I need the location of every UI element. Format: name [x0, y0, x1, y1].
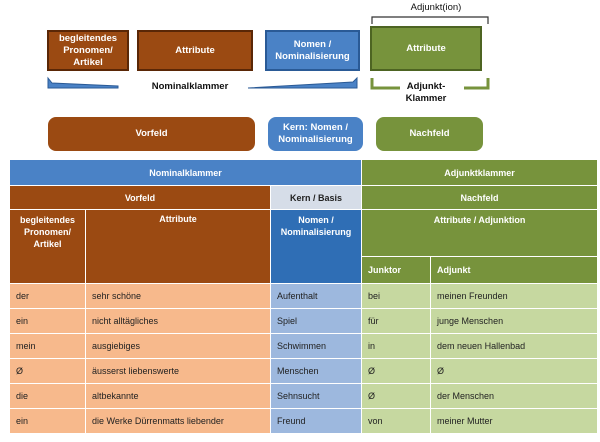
pill-kern-text: Kern: Nomen / Nominalisierung [278, 122, 353, 145]
cell-adjunkt: der Menschen [430, 383, 599, 409]
cell-adjunkt: meiner Mutter [430, 408, 599, 434]
header-nachfeld: Nachfeld [361, 185, 599, 210]
box-begleitendes-pronomen: begleitendes Pronomen/ Artikel [47, 30, 129, 71]
table-row: mein ausgiebiges Schwimmen in dem neuen … [9, 333, 599, 359]
structure-table: Nominalklammer Adjunktklammer Vorfeld Ke… [8, 159, 599, 434]
pill-kern: Kern: Nomen / Nominalisierung [268, 117, 363, 151]
cell-article: mein [9, 333, 86, 359]
header-adjunkt: Adjunkt [430, 256, 599, 284]
cell-junktor: von [361, 408, 432, 434]
cell-attribute: äusserst liebenswerte [85, 358, 271, 384]
pill-vorfeld-text: Vorfeld [135, 128, 168, 139]
adjunktion-label: Adjunkt(ion) [410, 2, 462, 13]
cell-attribute: die Werke Dürrenmatts liebender [85, 408, 271, 434]
box-attribute-right: Attribute [370, 26, 482, 71]
box-begleitendes-text: begleitendes Pronomen/ Artikel [58, 32, 118, 68]
header-adjunktklammer: Adjunktklammer [361, 159, 599, 186]
cell-adjunkt: dem neuen Hallenbad [430, 333, 599, 359]
cell-article: der [9, 283, 86, 309]
pill-nachfeld: Nachfeld [376, 117, 483, 151]
box-attribute-right-text: Attribute [406, 42, 446, 54]
table-row: der sehr schöne Aufenthalt bei meinen Fr… [9, 283, 599, 309]
table-row: die altbekannte Sehnsucht Ø der Menschen [9, 383, 599, 409]
header-attribute: Attribute [85, 209, 271, 284]
cell-adjunkt: junge Menschen [430, 308, 599, 334]
header-junktor: Junktor [361, 256, 432, 284]
cell-attribute: sehr schöne [85, 283, 271, 309]
cell-nomen: Spiel [269, 308, 363, 334]
header-nomen: Nomen / Nominalisierung [269, 209, 363, 284]
nominalklammer-label: Nominalklammer [151, 81, 229, 92]
header-kern: Kern / Basis [269, 185, 363, 210]
cell-junktor: in [361, 333, 432, 359]
cell-adjunkt: Ø [430, 358, 599, 384]
cell-nomen: Menschen [269, 358, 363, 384]
header-nominalklammer: Nominalklammer [8, 159, 363, 186]
box-attribute-left: Attribute [137, 30, 253, 71]
cell-junktor: für [361, 308, 432, 334]
cell-article: ein [9, 308, 86, 334]
cell-attribute: ausgiebiges [85, 333, 271, 359]
box-nomen: Nomen / Nominalisierung [265, 30, 360, 71]
header-begleitend: begleitendes Pronomen/ Artikel [9, 209, 86, 284]
cell-nomen: Schwimmen [269, 333, 363, 359]
box-attribute-left-text: Attribute [175, 44, 215, 56]
cell-attribute: nicht alltägliches [85, 308, 271, 334]
cell-junktor: Ø [361, 383, 432, 409]
table-row: ein nicht alltägliches Spiel für junge M… [9, 308, 599, 334]
pill-nachfeld-text: Nachfeld [409, 128, 450, 139]
cell-nomen: Freund [269, 408, 363, 434]
cell-adjunkt: meinen Freunden [430, 283, 599, 309]
pill-vorfeld: Vorfeld [48, 117, 255, 151]
table-row: ein die Werke Dürrenmatts liebender Freu… [9, 408, 599, 434]
cell-attribute: altbekannte [85, 383, 271, 409]
bracket-lines [47, 16, 490, 90]
cell-nomen: Aufenthalt [269, 283, 363, 309]
adjunkt-klammer-label: Adjunkt- Klammer [405, 81, 447, 104]
table-row: Ø äusserst liebenswerte Menschen Ø Ø [9, 358, 599, 384]
cell-article: Ø [9, 358, 86, 384]
header-attribute-adjunktion: Attribute / Adjunktion [361, 209, 599, 257]
cell-junktor: bei [361, 283, 432, 309]
cell-article: ein [9, 408, 86, 434]
cell-junktor: Ø [361, 358, 432, 384]
header-vorfeld: Vorfeld [9, 185, 271, 210]
cell-nomen: Sehnsucht [269, 383, 363, 409]
box-nomen-text: Nomen / Nominalisierung [275, 38, 350, 62]
cell-article: die [9, 383, 86, 409]
